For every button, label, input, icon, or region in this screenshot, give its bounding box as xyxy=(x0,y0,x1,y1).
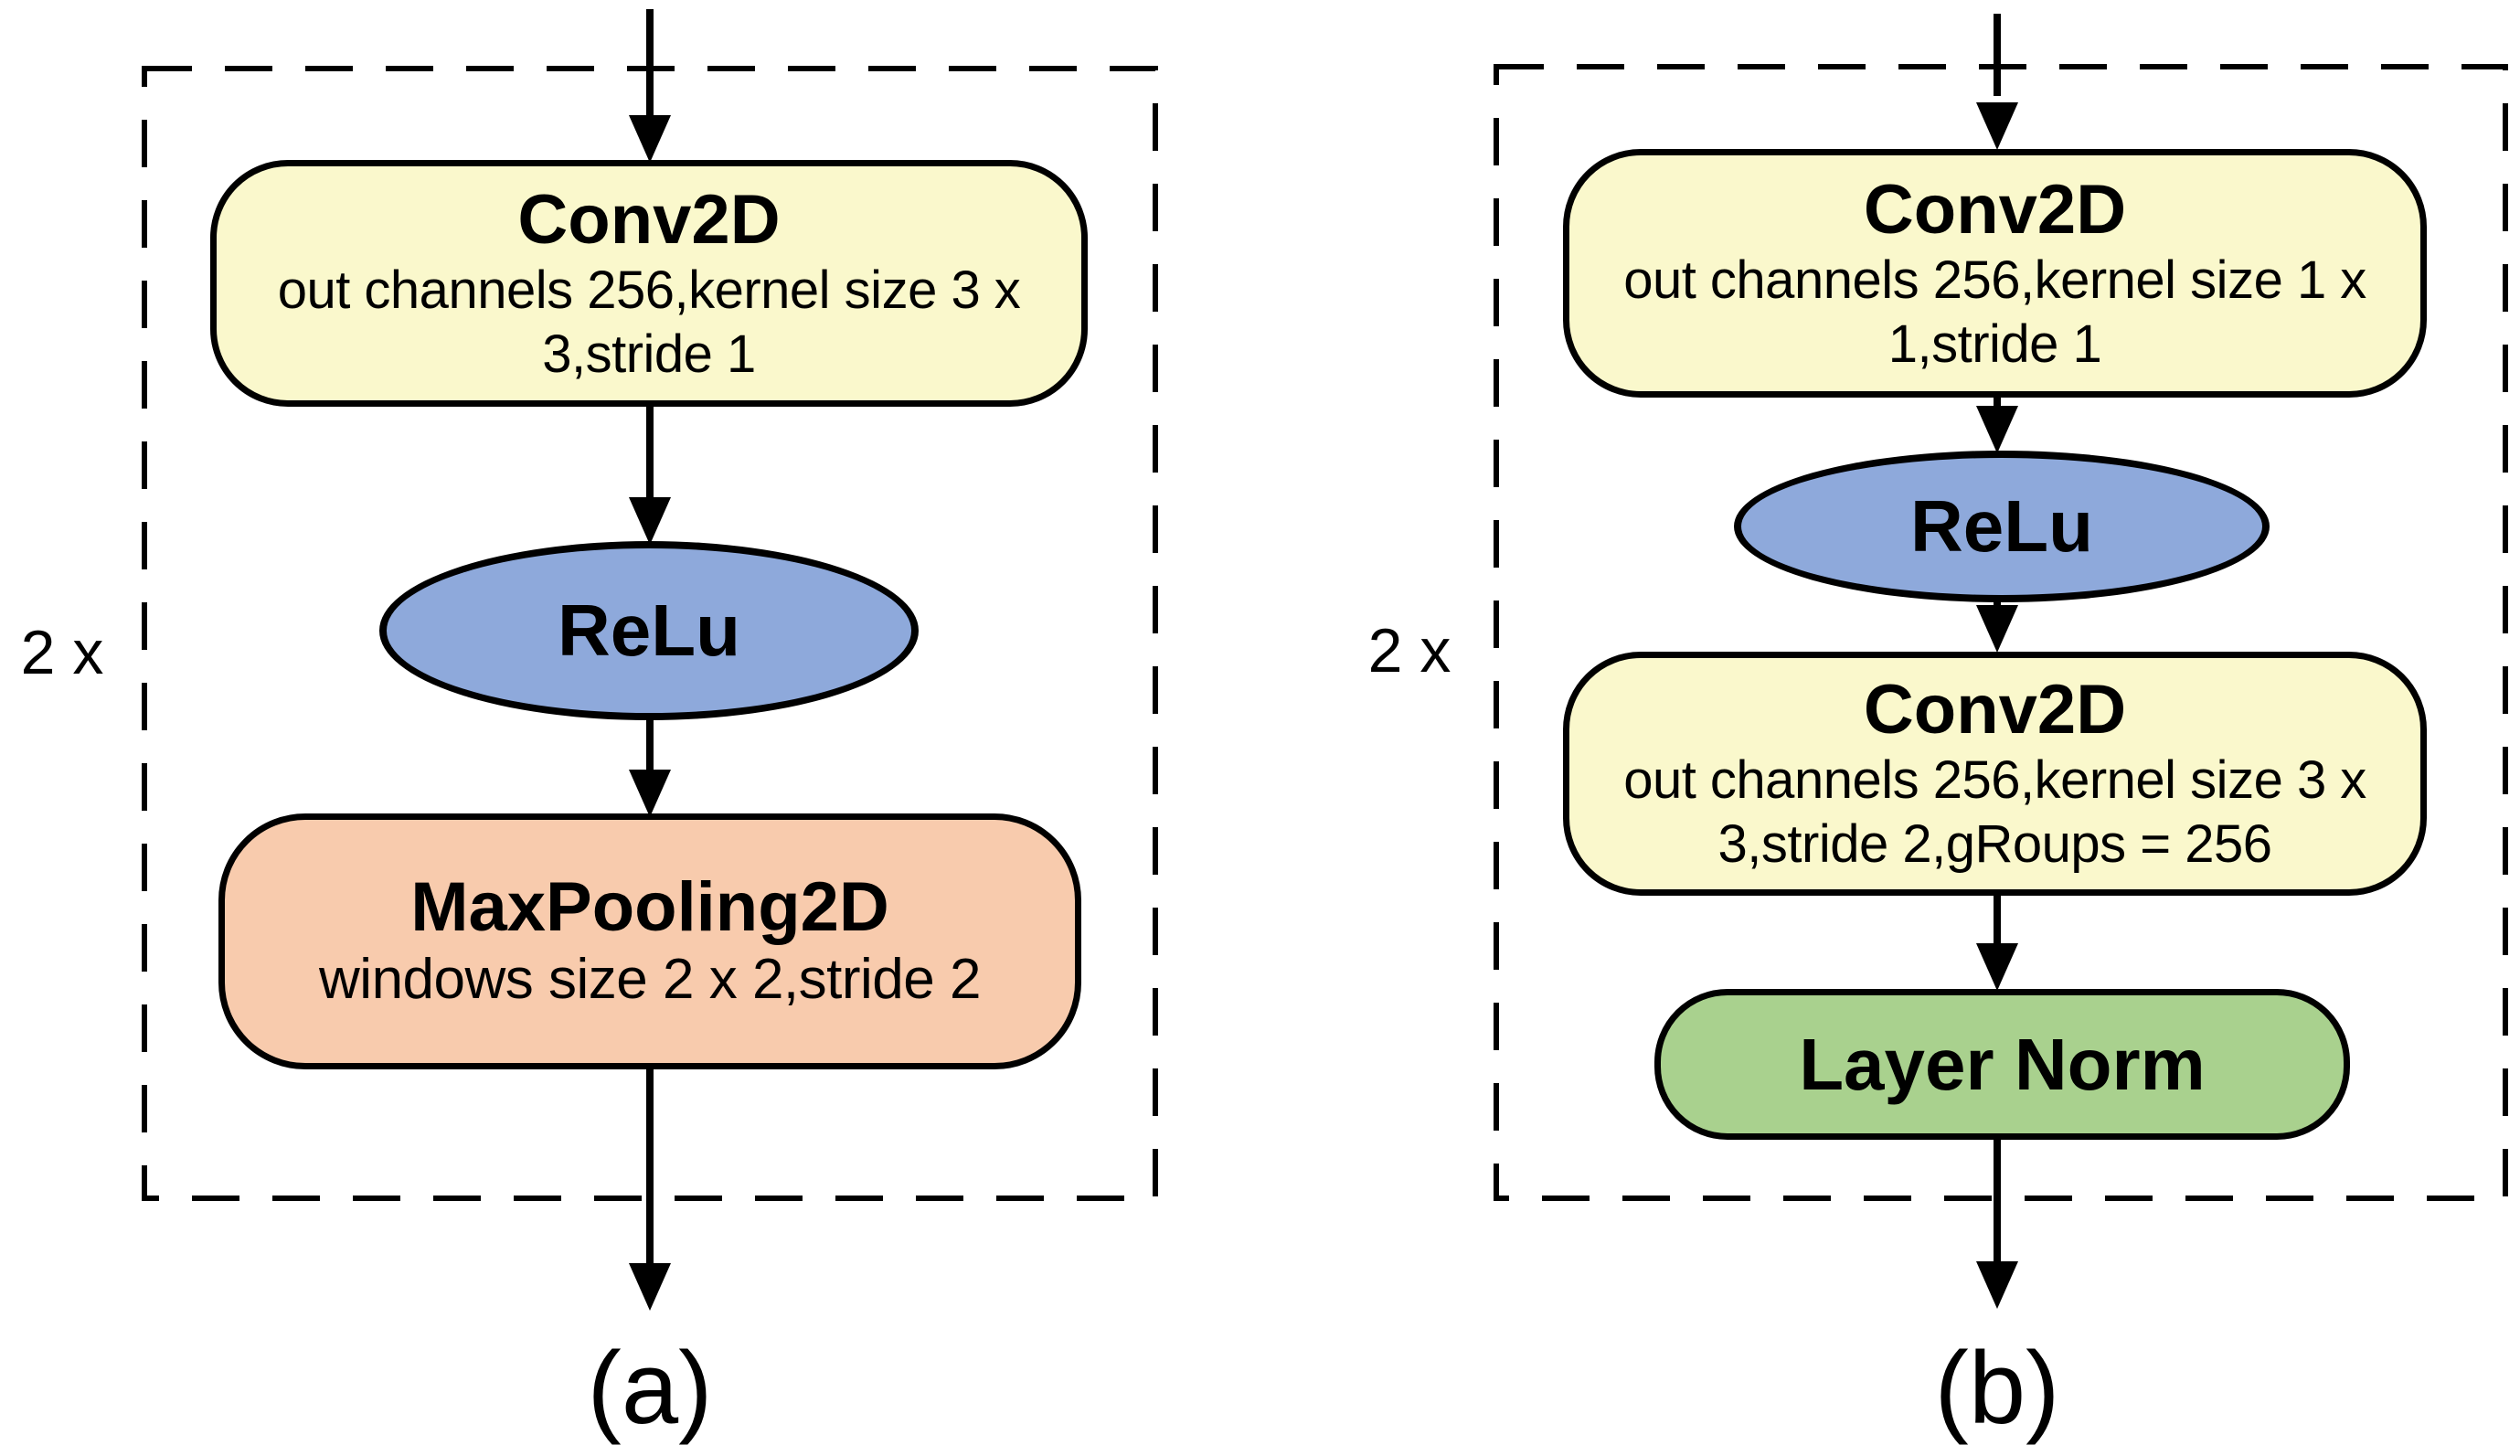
panel-a-arrow-conv-relu-stem xyxy=(646,407,654,503)
panel-a-maxpooling2d-node: MaxPooling2D windows size 2 x 2,stride 2 xyxy=(218,813,1081,1069)
panel-b-repeat-label: 2 x xyxy=(1367,616,1451,685)
panel-b-conv2d-2-params: out channels 256,kernel size 3 x 3,strid… xyxy=(1623,750,2366,875)
panel-a-relu-node: ReLu xyxy=(379,541,919,720)
panel-a-arrow-conv-relu-head xyxy=(629,497,671,545)
panel-b-arrow-conv1-relu-head xyxy=(1976,406,2018,453)
panel-b-caption: (b) xyxy=(1934,1331,2060,1445)
panel-b-input-arrow-stem xyxy=(1994,14,2001,96)
panel-a-input-arrow-stem xyxy=(646,9,654,119)
panel-b-output-arrow-stem xyxy=(1994,1138,2001,1266)
panel-b-arrow-conv1-relu-stem xyxy=(1994,398,2001,412)
panel-b-conv2d-1-title: Conv2D xyxy=(1863,170,2127,249)
panel-b-conv2d-1-node: Conv2D out channels 256,kernel size 1 x … xyxy=(1563,149,2427,398)
panel-a-repeat-label: 2 x xyxy=(20,618,104,687)
panel-b-arrow-conv2-layernorm-head xyxy=(1976,943,2018,991)
panel-a-arrow-relu-maxpool-head xyxy=(629,770,671,817)
panel-a-relu-title: ReLu xyxy=(558,590,740,672)
panel-b-conv2d-2-title: Conv2D xyxy=(1863,671,2127,749)
panel-a-maxpooling2d-params: windows size 2 x 2,stride 2 xyxy=(319,948,981,1012)
panel-b-arrow-relu-conv2-head xyxy=(1976,605,2018,653)
panel-b-input-arrow-head xyxy=(1976,102,2018,150)
panel-b-arrow-conv2-layernorm-stem xyxy=(1994,894,2001,949)
panel-a-maxpooling2d-title: MaxPooling2D xyxy=(410,868,889,947)
panel-a-conv2d-params: out channels 256,kernel size 3 x 3,strid… xyxy=(277,260,1021,384)
panel-a-conv2d-node: Conv2D out channels 256,kernel size 3 x … xyxy=(210,160,1088,407)
panel-b-layernorm-title: Layer Norm xyxy=(1799,1023,2206,1105)
panel-b-relu-node: ReLu xyxy=(1734,451,2270,602)
panel-b-conv2d-1-params: out channels 256,kernel size 1 x 1,strid… xyxy=(1623,250,2366,374)
panel-b-repeat-border xyxy=(1494,64,2508,1201)
panel-b-conv2d-2-node: Conv2D out channels 256,kernel size 3 x … xyxy=(1563,652,2427,896)
panel-b-layernorm-node: Layer Norm xyxy=(1654,989,2350,1140)
panel-a-caption: (a) xyxy=(587,1331,713,1445)
panel-a-output-arrow-stem xyxy=(646,1068,654,1267)
panel-b-relu-title: ReLu xyxy=(1910,485,2093,568)
panel-a-output-arrow-head xyxy=(629,1263,671,1311)
panel-a-input-arrow-head xyxy=(629,115,671,163)
panel-a-arrow-relu-maxpool-stem xyxy=(646,718,654,775)
panel-b-output-arrow-head xyxy=(1976,1261,2018,1309)
panel-a-conv2d-title: Conv2D xyxy=(517,180,781,259)
